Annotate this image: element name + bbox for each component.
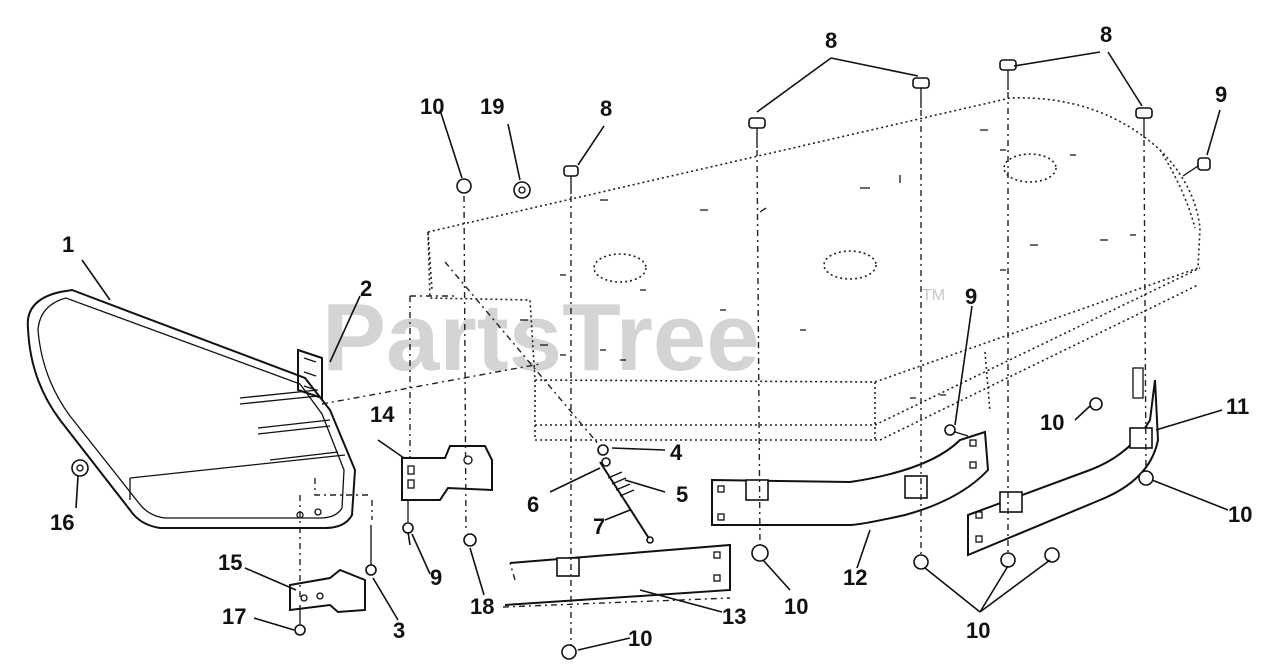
nut-10-r3 (1044, 547, 1060, 563)
callout-3: 3 (393, 618, 405, 643)
nut-10-bottom (561, 644, 577, 660)
bracket-14 (401, 445, 493, 501)
alignment-lines (299, 92, 1147, 645)
callout-4: 4 (670, 440, 683, 465)
callout-10-top: 10 (420, 94, 444, 119)
bolt-8-mid-a (748, 117, 766, 148)
callout-2: 2 (360, 276, 372, 301)
deck-housing (427, 97, 1201, 441)
bolt-8-mid-b (912, 77, 930, 108)
callout-7: 7 (593, 514, 605, 539)
watermark-trademark: TM (922, 287, 945, 304)
callout-10-low-right: 10 (1228, 502, 1252, 527)
baffle-11 (967, 367, 1160, 557)
nut-10-low-right (1138, 470, 1154, 486)
callout-12: 12 (843, 565, 867, 590)
callout-9-right: 9 (1215, 82, 1227, 107)
baffle-12 (711, 430, 990, 526)
nut-19 (513, 181, 531, 199)
leader-lines (75, 51, 1229, 651)
hardware (71, 59, 1211, 660)
callout-18: 18 (470, 594, 494, 619)
bolt-8-left (563, 165, 579, 194)
watermark-brand: PartsTree (322, 284, 760, 391)
bolt-3 (365, 525, 377, 576)
callout-9-mid: 9 (965, 284, 977, 309)
bracket-15 (289, 568, 366, 614)
callout-8-left: 8 (600, 96, 612, 121)
callout-9-left: 9 (430, 565, 442, 590)
callout-14: 14 (370, 402, 395, 427)
callout-5: 5 (676, 482, 688, 507)
linkage-rod (444, 261, 654, 544)
bolt-9-left (402, 500, 414, 534)
callout-8-right: 8 (1100, 22, 1112, 47)
bolt-8-right-b (1135, 107, 1153, 138)
callout-19: 19 (480, 94, 504, 119)
callout-8-mid: 8 (825, 28, 837, 53)
nut-10-mid (751, 544, 769, 562)
nut-10-r1 (913, 554, 929, 570)
callout-10-side: 10 (1040, 410, 1064, 435)
callout-10-group: 10 (966, 618, 990, 643)
hinge-plate (297, 348, 323, 400)
bolt-8-right-a (999, 59, 1017, 90)
bar-13 (504, 543, 731, 606)
nut-10-top (456, 178, 472, 194)
callout-6: 6 (527, 492, 539, 517)
nut-10-side (1089, 397, 1103, 411)
callout-17: 17 (222, 604, 246, 629)
bolt-9-right (1182, 157, 1211, 177)
callout-10-bottom: 10 (628, 626, 652, 651)
callouts: 1 2 3 4 5 6 7 8 8 8 9 9 9 10 10 10 10 10… (50, 22, 1252, 651)
nut-18 (463, 533, 477, 547)
callout-10-mid: 10 (784, 594, 808, 619)
callout-13: 13 (722, 604, 746, 629)
discharge-chute (26, 288, 357, 529)
bolt-9-mid (944, 424, 969, 437)
nut-16 (71, 459, 89, 477)
bolt-17 (294, 605, 306, 636)
callout-1: 1 (62, 232, 74, 257)
callout-15: 15 (218, 550, 242, 575)
nut-10-r2 (1000, 552, 1016, 568)
callout-11: 11 (1226, 394, 1249, 419)
callout-16: 16 (50, 510, 74, 535)
